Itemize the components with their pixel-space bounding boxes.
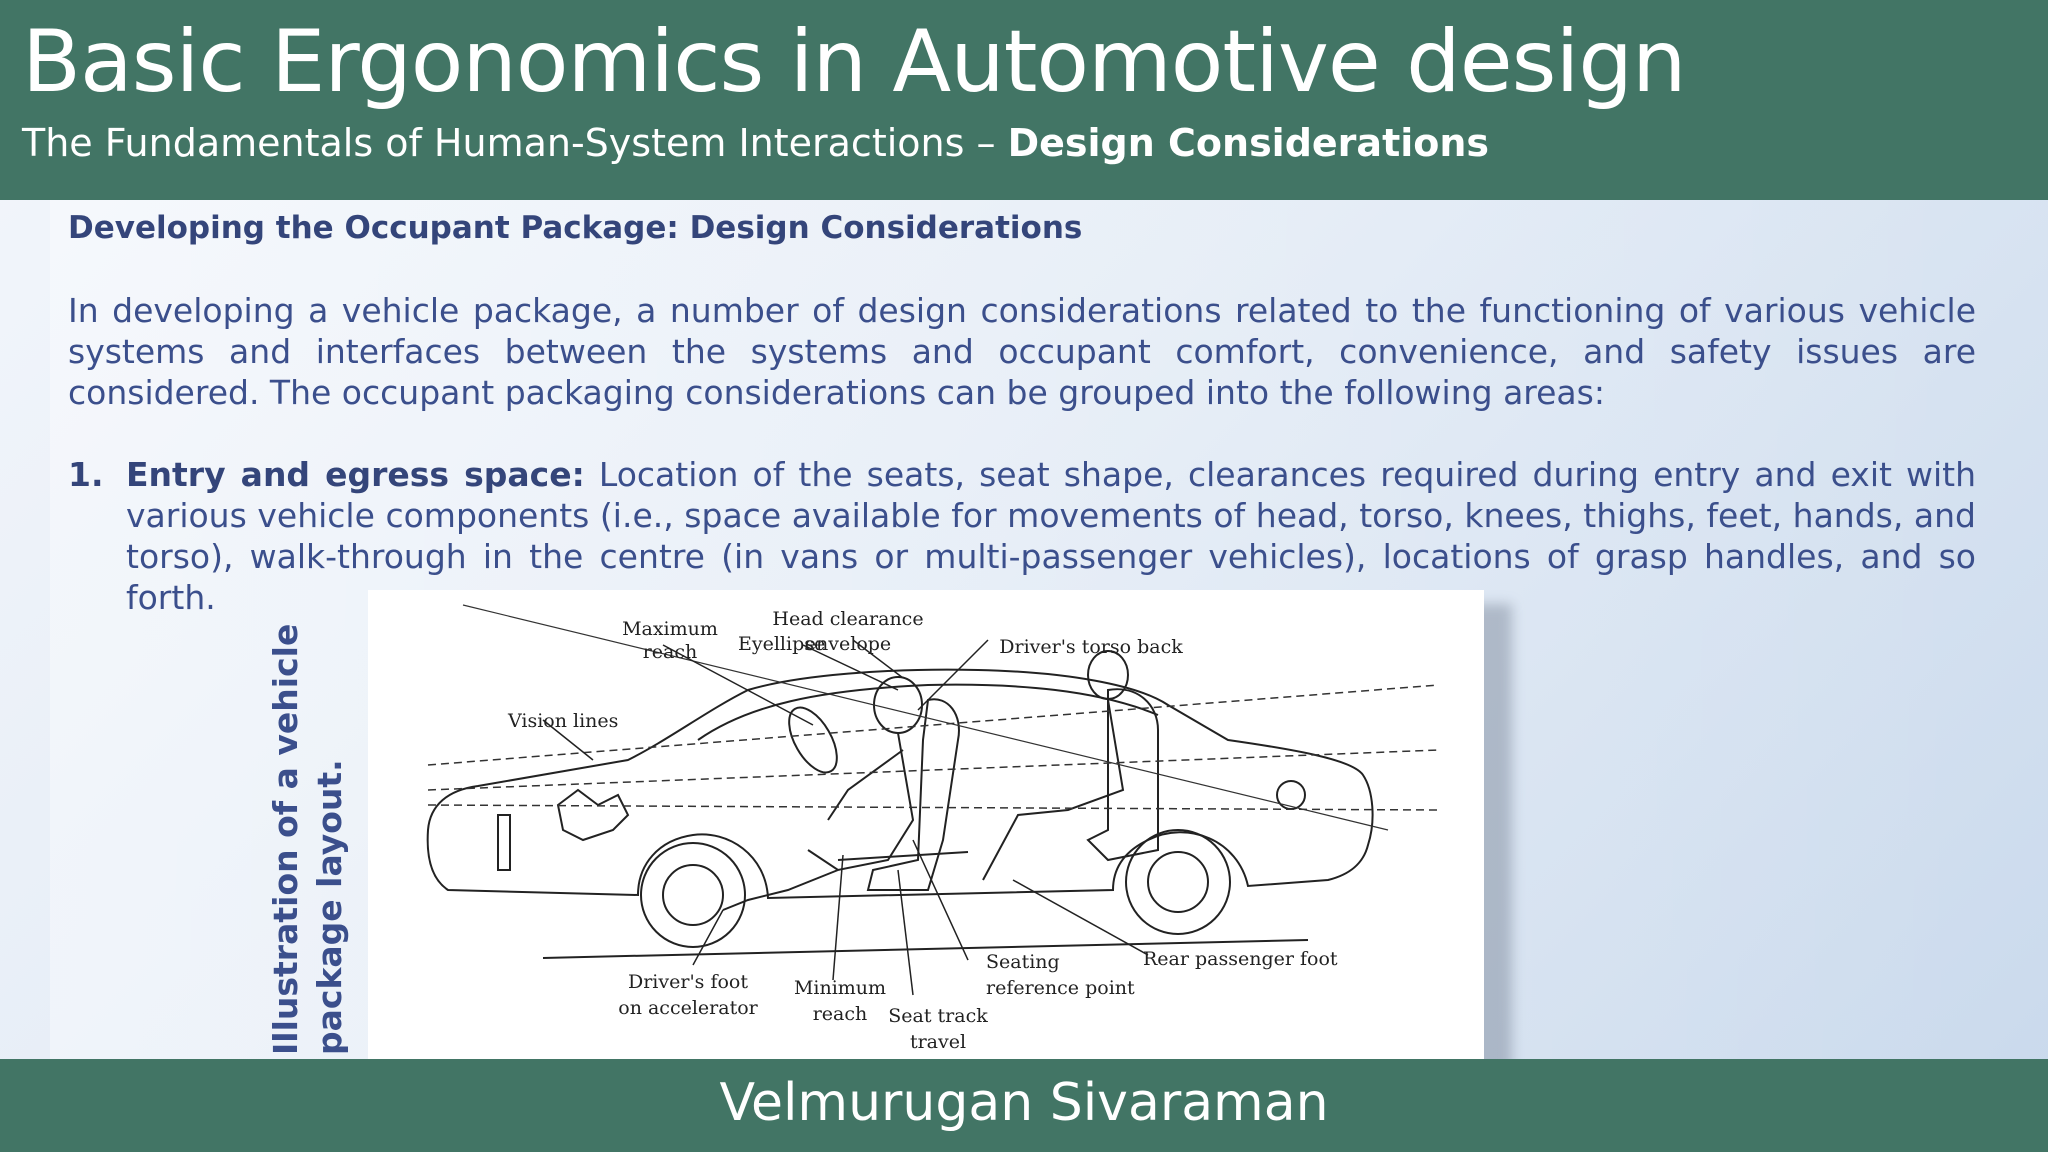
front-wheel-hub bbox=[662, 864, 724, 926]
label-seat-track-1: Seat track bbox=[888, 1005, 988, 1027]
label-head-clearance-2: envelope bbox=[805, 633, 891, 655]
car-body-outline bbox=[426, 668, 1374, 900]
rear-wheel bbox=[1125, 829, 1231, 935]
rear-passenger-body bbox=[982, 699, 1125, 881]
door-handle bbox=[1276, 780, 1306, 810]
figure-caption: Illustration of a vehicle package layout… bbox=[264, 623, 364, 1055]
footer-banner: Velmurugan Sivaraman bbox=[0, 1059, 2048, 1152]
label-torso-back: Driver's torso back bbox=[999, 636, 1183, 658]
headlight bbox=[497, 814, 511, 871]
driver-torso bbox=[807, 732, 915, 872]
vehicle-package-figure: Maximum reach Head clearance envelope Ey… bbox=[368, 590, 1484, 1060]
leader-lines bbox=[542, 639, 1149, 996]
label-maximum-reach-2: reach bbox=[643, 641, 698, 663]
engine-bay bbox=[556, 788, 630, 842]
sight-line bbox=[462, 604, 1389, 831]
label-minimum-reach-1: Minimum bbox=[794, 977, 886, 999]
label-seating-ref-1: Seating bbox=[986, 951, 1060, 973]
rear-wheel-hub bbox=[1147, 851, 1209, 913]
rear-seat bbox=[1086, 688, 1159, 862]
header-banner: Basic Ergonomics in Automotive design Th… bbox=[0, 0, 2048, 200]
intro-paragraph: In developing a vehicle package, a numbe… bbox=[68, 291, 1976, 412]
label-vision-lines: Vision lines bbox=[507, 710, 618, 732]
label-driver-foot-2: on accelerator bbox=[618, 997, 758, 1019]
rear-passenger-head bbox=[1087, 650, 1129, 700]
ground-line bbox=[542, 939, 1309, 959]
subtitle-prefix: The Fundamentals of Human-System Interac… bbox=[22, 121, 1008, 165]
label-seat-track-2: travel bbox=[910, 1031, 966, 1053]
front-seat bbox=[866, 698, 960, 891]
driver-arm bbox=[827, 749, 904, 821]
steering-wheel bbox=[788, 706, 838, 774]
subtitle-bold: Design Considerations bbox=[1007, 121, 1490, 165]
list-item-text: Location of the seats, seat shape, clear… bbox=[126, 455, 1977, 617]
front-wheel bbox=[640, 842, 746, 948]
label-seating-ref-2: reference point bbox=[986, 977, 1135, 999]
section-heading: Developing the Occupant Package: Design … bbox=[68, 210, 1083, 246]
label-head-clearance-1: Head clearance bbox=[772, 608, 923, 630]
list-item-number: 1. bbox=[68, 455, 104, 494]
vehicle-package-drawing: Maximum reach Head clearance envelope Ey… bbox=[426, 604, 1439, 1053]
roof-line bbox=[697, 683, 1159, 741]
list-item: 1. Entry and egress space: Location of th… bbox=[68, 454, 1976, 618]
label-eyellipse: Eyellipse bbox=[738, 633, 825, 655]
author-name: Velmurugan Sivaraman bbox=[719, 1073, 1329, 1133]
seat-track bbox=[837, 851, 969, 861]
driver-head bbox=[873, 676, 923, 734]
figure-labels: Maximum reach Head clearance envelope Ey… bbox=[507, 608, 1338, 1053]
label-maximum-reach-1: Maximum bbox=[622, 618, 718, 640]
label-driver-foot-1: Driver's foot bbox=[628, 971, 748, 993]
considerations-list: 1. Entry and egress space: Location of th… bbox=[68, 454, 1976, 618]
figure-caption-line2: package layout. bbox=[310, 759, 349, 1055]
label-minimum-reach-2: reach bbox=[813, 1003, 868, 1025]
driver-leg bbox=[722, 869, 839, 911]
slide-subtitle: The Fundamentals of Human-System Interac… bbox=[22, 121, 1489, 165]
label-rear-foot: Rear passenger foot bbox=[1143, 948, 1338, 970]
list-item-lead: Entry and egress space: bbox=[126, 455, 585, 494]
slide-title: Basic Ergonomics in Automotive design bbox=[22, 12, 1686, 112]
figure-caption-line1: Illustration of a vehicle bbox=[266, 623, 305, 1055]
